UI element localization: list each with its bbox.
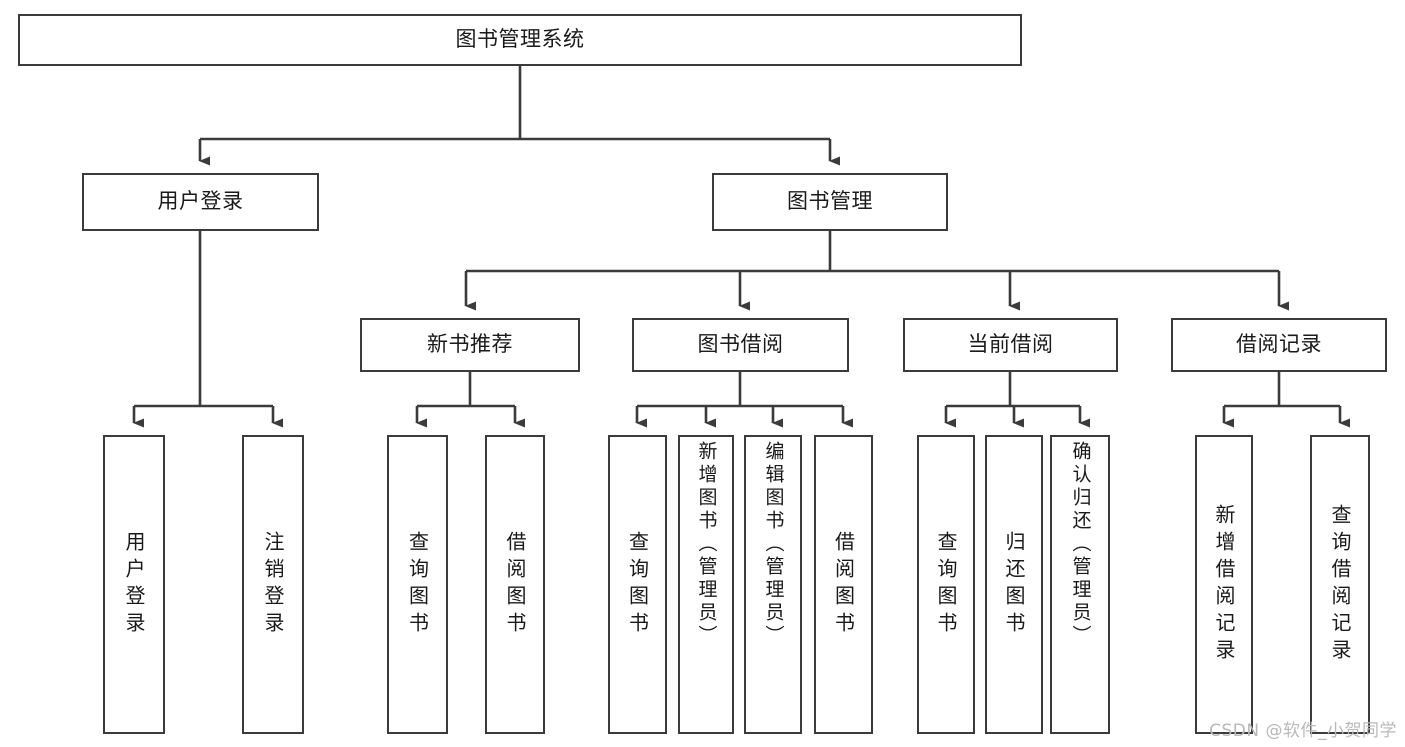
node-root-system[interactable]: 图书管理系统 (18, 14, 1022, 66)
node-leaf-return-book-label: 归还图书 (1002, 530, 1026, 639)
node-leaf-query-book-1-label: 查询图书 (405, 530, 430, 639)
node-leaf-add-record[interactable]: 新增借阅记录 (1195, 435, 1253, 734)
node-leaf-add-record-label: 新增借阅记录 (1212, 503, 1236, 666)
node-leaf-confirm-return-label: 确认归还（管理员） (1069, 441, 1092, 648)
node-leaf-confirm-return[interactable]: 确认归还（管理员） (1050, 435, 1110, 734)
node-book-manage-label: 图书管理 (787, 189, 873, 214)
node-leaf-query-book-3[interactable]: 查询图书 (917, 435, 975, 734)
node-leaf-query-book-3-label: 查询图书 (934, 530, 958, 639)
node-book-borrow-label: 图书借阅 (697, 332, 784, 357)
node-user-login[interactable]: 用户登录 (82, 173, 319, 231)
node-current-borrow-label: 当前借阅 (967, 332, 1054, 357)
node-leaf-query-book-1[interactable]: 查询图书 (387, 435, 448, 734)
node-leaf-query-book-2[interactable]: 查询图书 (608, 435, 667, 734)
node-leaf-query-record-label: 查询借阅记录 (1328, 503, 1352, 666)
node-leaf-logout-label: 注销登录 (261, 530, 285, 639)
node-new-book-rec[interactable]: 新书推荐 (360, 318, 580, 372)
node-leaf-logout[interactable]: 注销登录 (242, 435, 304, 734)
node-book-borrow[interactable]: 图书借阅 (632, 318, 849, 372)
node-user-login-label: 用户登录 (157, 189, 244, 214)
node-leaf-query-book-2-label: 查询图书 (625, 530, 650, 639)
node-root-system-label: 图书管理系统 (455, 27, 585, 52)
watermark-text: CSDN @软件_小贺同学 (1209, 721, 1397, 741)
node-leaf-borrow-book-2[interactable]: 借阅图书 (814, 435, 873, 734)
node-leaf-user-login-label: 用户登录 (122, 530, 146, 639)
node-borrow-record[interactable]: 借阅记录 (1171, 318, 1387, 372)
node-leaf-add-book-label: 新增图书（管理员） (695, 441, 718, 648)
node-leaf-user-login[interactable]: 用户登录 (103, 435, 165, 734)
node-leaf-query-record[interactable]: 查询借阅记录 (1310, 435, 1370, 734)
node-leaf-return-book[interactable]: 归还图书 (985, 435, 1043, 734)
node-borrow-record-label: 借阅记录 (1236, 332, 1322, 357)
node-leaf-borrow-book-2-label: 借阅图书 (831, 530, 856, 639)
node-book-manage[interactable]: 图书管理 (712, 173, 948, 231)
node-new-book-rec-label: 新书推荐 (427, 332, 513, 357)
node-leaf-edit-book[interactable]: 编辑图书（管理员） (744, 435, 802, 734)
node-leaf-add-book[interactable]: 新增图书（管理员） (678, 435, 734, 734)
node-current-borrow[interactable]: 当前借阅 (903, 318, 1118, 372)
node-leaf-edit-book-label: 编辑图书（管理员） (762, 441, 785, 648)
node-leaf-borrow-book-1-label: 借阅图书 (503, 530, 527, 639)
node-leaf-borrow-book-1[interactable]: 借阅图书 (485, 435, 545, 734)
